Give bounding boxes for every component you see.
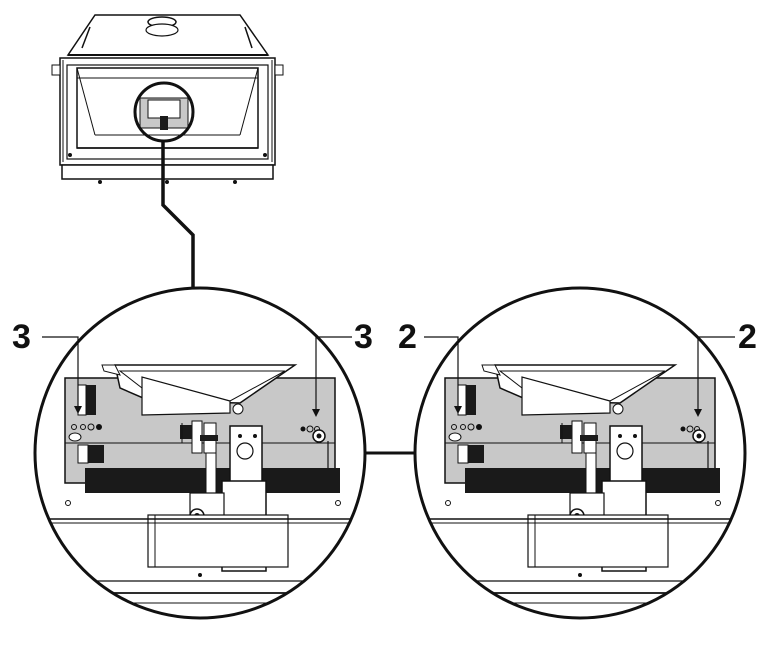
callout-left-detail-right: 3 xyxy=(312,318,373,417)
callout-number: 3 xyxy=(354,318,373,356)
connector-line xyxy=(161,141,195,288)
callout-right-detail-right: 2 xyxy=(694,318,757,417)
fireplace-overview xyxy=(51,14,284,184)
callout-number: 3 xyxy=(12,318,31,356)
callout-number: 2 xyxy=(738,318,757,356)
right-detail-view xyxy=(413,286,747,620)
callout-number: 2 xyxy=(398,318,417,356)
callout-left-detail-left: 3 xyxy=(12,318,82,414)
left-detail-view xyxy=(33,286,367,620)
callout-right-detail-left: 2 xyxy=(398,318,462,414)
